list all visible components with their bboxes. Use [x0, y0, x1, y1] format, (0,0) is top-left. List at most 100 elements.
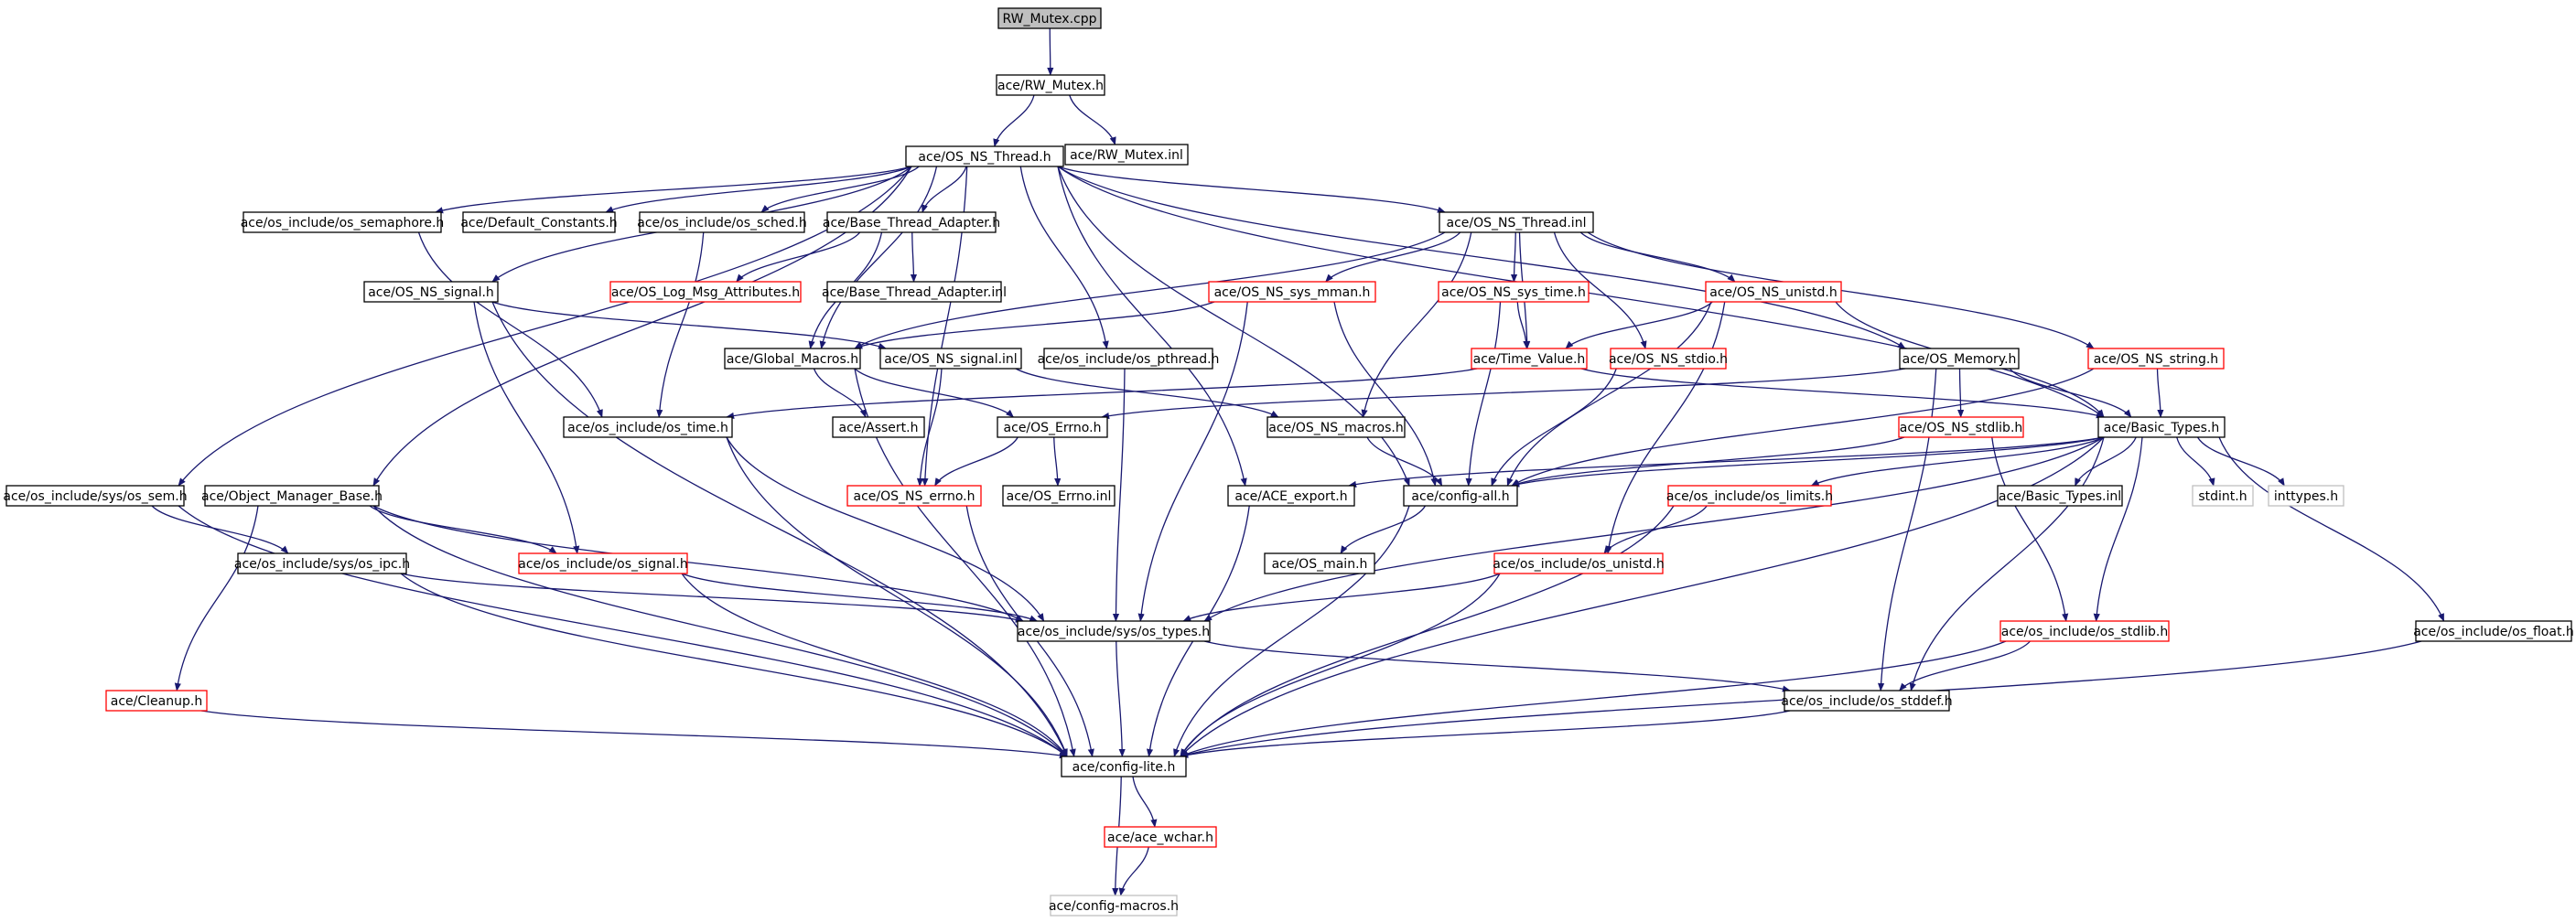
node-box[interactable] [1610, 348, 1727, 370]
node-box[interactable] [1266, 416, 1406, 438]
node-box[interactable] [609, 281, 802, 303]
node-box[interactable] [639, 211, 805, 233]
graph-node[interactable]: ace/OS_Memory.h [1899, 348, 2020, 370]
graph-node[interactable]: ace/os_include/os_pthread.h [1038, 348, 1220, 370]
node-box[interactable] [997, 416, 1108, 438]
node-box[interactable] [1439, 211, 1594, 233]
node-box[interactable] [997, 7, 1102, 29]
node-box[interactable] [1997, 485, 2123, 507]
graph-node[interactable]: ace/Assert.h [832, 416, 925, 438]
graph-node[interactable]: stdint.h [2192, 485, 2254, 507]
node-box[interactable] [563, 416, 733, 438]
graph-node[interactable]: ace/os_include/sys/os_types.h [1017, 620, 1211, 642]
graph-node[interactable]: ace/OS_NS_errno.h [846, 485, 982, 507]
graph-node[interactable]: ace/OS_NS_sys_mman.h [1208, 281, 1376, 303]
graph-node[interactable]: ace/Time_Value.h [1471, 348, 1588, 370]
node-box[interactable] [2087, 348, 2225, 370]
node-box[interactable] [2192, 485, 2254, 507]
graph-node[interactable]: ace/OS_NS_unistd.h [1705, 281, 1842, 303]
graph-node[interactable]: ace/ace_wchar.h [1104, 826, 1217, 848]
node-box[interactable] [462, 211, 616, 233]
node-box[interactable] [1061, 756, 1187, 777]
node-box[interactable] [1403, 485, 1518, 507]
node-box[interactable] [1784, 690, 1950, 712]
graph-node[interactable]: ace/Basic_Types.h [2097, 416, 2226, 438]
graph-node[interactable]: ace/OS_NS_string.h [2087, 348, 2225, 370]
graph-node[interactable]: ace/OS_Errno.h [997, 416, 1108, 438]
node-box[interactable] [1898, 416, 2024, 438]
graph-node[interactable]: ace/os_include/os_unistd.h [1493, 552, 1665, 574]
graph-node[interactable]: ace/config-lite.h [1061, 756, 1187, 777]
node-box[interactable] [204, 485, 380, 507]
graph-node[interactable]: ace/OS_NS_stdio.h [1609, 348, 1728, 370]
graph-node[interactable]: ace/os_include/os_stddef.h [1781, 690, 1953, 712]
node-box[interactable] [518, 552, 688, 574]
graph-node[interactable]: ace/OS_NS_Thread.h [905, 145, 1064, 167]
graph-node[interactable]: ace/RW_Mutex.inl [1064, 144, 1189, 166]
graph-node[interactable]: ace/OS_NS_signal.h [363, 281, 499, 303]
node-box[interactable] [1227, 485, 1355, 507]
graph-node[interactable]: ace/OS_NS_sys_time.h [1438, 281, 1590, 303]
node-box[interactable] [237, 552, 407, 574]
node-box[interactable] [996, 74, 1105, 96]
node-box[interactable] [363, 281, 499, 303]
graph-node[interactable]: ace/Object_Manager_Base.h [201, 485, 383, 507]
node-box[interactable] [1438, 281, 1590, 303]
node-box[interactable] [905, 145, 1064, 167]
graph-node[interactable]: ace/OS_Log_Msg_Attributes.h [609, 281, 802, 303]
graph-node[interactable]: ace/os_include/os_semaphore.h [241, 211, 445, 233]
graph-node[interactable]: ace/os_include/os_float.h [2413, 620, 2574, 642]
node-box[interactable] [846, 485, 982, 507]
node-box[interactable] [1017, 620, 1211, 642]
node-box[interactable] [2415, 620, 2572, 642]
graph-node[interactable]: ace/os_include/sys/os_ipc.h [234, 552, 410, 574]
node-box[interactable] [1999, 620, 2170, 642]
graph-node[interactable]: ace/Basic_Types.inl [1997, 485, 2123, 507]
graph-node[interactable]: ace/Cleanup.h [105, 690, 208, 712]
graph-node[interactable]: ace/OS_NS_stdlib.h [1898, 416, 2024, 438]
graph-node[interactable]: RW_Mutex.cpp [997, 7, 1102, 29]
node-box[interactable] [2097, 416, 2226, 438]
graph-node[interactable]: ace/OS_NS_Thread.inl [1439, 211, 1594, 233]
node-box[interactable] [5, 485, 185, 507]
node-box[interactable] [1002, 485, 1116, 507]
graph-node[interactable]: ace/config-macros.h [1049, 895, 1179, 917]
node-box[interactable] [1264, 552, 1375, 574]
node-box[interactable] [1493, 552, 1664, 574]
graph-node[interactable]: ace/os_include/os_sched.h [637, 211, 807, 233]
graph-node[interactable]: ace/Base_Thread_Adapter.inl [822, 281, 1007, 303]
graph-node[interactable]: ace/Base_Thread_Adapter.h [823, 211, 1000, 233]
graph-node[interactable]: ace/os_include/os_limits.h [1666, 485, 1833, 507]
node-box[interactable] [243, 211, 442, 233]
graph-node[interactable]: ace/OS_Errno.inl [1002, 485, 1116, 507]
graph-node[interactable]: ace/OS_NS_macros.h [1266, 416, 1406, 438]
graph-node[interactable]: ace/ACE_export.h [1227, 485, 1355, 507]
node-box[interactable] [826, 281, 1002, 303]
node-box[interactable] [879, 348, 1022, 370]
node-box[interactable] [724, 348, 861, 370]
graph-node[interactable]: ace/os_include/os_signal.h [518, 552, 688, 574]
graph-node[interactable]: ace/os_include/sys/os_sem.h [3, 485, 188, 507]
graph-node[interactable]: ace/OS_main.h [1264, 552, 1375, 574]
node-box[interactable] [1104, 826, 1217, 848]
graph-node[interactable]: inttypes.h [2268, 485, 2344, 507]
graph-node[interactable]: ace/os_include/os_stdlib.h [1999, 620, 2170, 642]
node-box[interactable] [1043, 348, 1213, 370]
node-box[interactable] [1667, 485, 1832, 507]
graph-node[interactable]: ace/os_include/os_time.h [563, 416, 733, 438]
node-box[interactable] [1899, 348, 2020, 370]
graph-node[interactable]: ace/Default_Constants.h [460, 211, 618, 233]
node-box[interactable] [1050, 895, 1178, 917]
graph-node[interactable]: ace/Global_Macros.h [724, 348, 861, 370]
node-box[interactable] [2268, 485, 2344, 507]
graph-node[interactable]: ace/RW_Mutex.h [996, 74, 1105, 96]
node-box[interactable] [1471, 348, 1588, 370]
node-box[interactable] [105, 690, 208, 712]
graph-node[interactable]: ace/OS_NS_signal.inl [879, 348, 1022, 370]
node-box[interactable] [826, 211, 997, 233]
node-box[interactable] [832, 416, 925, 438]
node-box[interactable] [1208, 281, 1376, 303]
node-box[interactable] [1064, 144, 1189, 166]
graph-node[interactable]: ace/config-all.h [1403, 485, 1518, 507]
node-box[interactable] [1705, 281, 1842, 303]
